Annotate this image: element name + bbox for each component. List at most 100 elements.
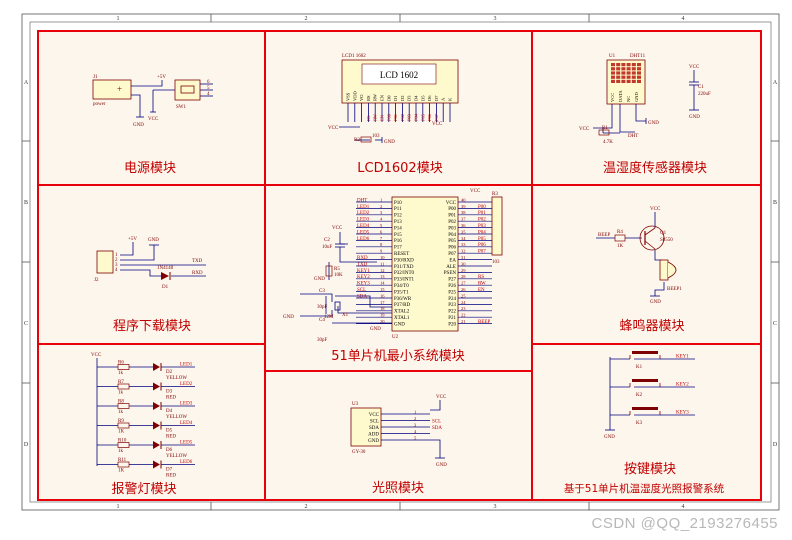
mcu-left-pin-net: LED3 — [357, 218, 370, 223]
led-diode-icon — [153, 382, 160, 391]
mcu-left-pin-net: LED6 — [357, 237, 370, 242]
mcu-right-pin-name: P22 — [448, 310, 456, 315]
mcu-right-pin-net: P01 — [478, 211, 486, 216]
lcd-pin-name: RW — [373, 93, 378, 101]
mcu-left-pin-num: 9 — [380, 249, 383, 254]
lcd-screen — [361, 63, 437, 85]
mcu-left-pin-name: P13 — [394, 220, 402, 225]
light-pin-num: 1 — [414, 409, 416, 414]
key-button-icon — [632, 351, 658, 354]
mcu-left-pin-name: XTAL1 — [394, 316, 410, 321]
light-pin-num: 3 — [414, 422, 417, 427]
dht-pin-nc: NC — [626, 96, 631, 102]
dht-grid-cell — [631, 63, 636, 67]
mcu-right-pin-name: P02 — [448, 220, 456, 225]
mcu-right-pin-num: 39 — [461, 204, 466, 209]
col-label-2: 2 — [305, 16, 308, 22]
mcu-left-pin-num: 5 — [380, 223, 383, 228]
mcu-right-pin-num: 35 — [461, 229, 466, 234]
sw-pin-6: 6 — [207, 80, 210, 85]
mcu-left-pin-net: LED4 — [357, 224, 370, 229]
diode-d1-name: 1N4148 — [157, 266, 174, 271]
dht-r1-ref: R1 — [602, 126, 608, 131]
dht-gnd-right: GND — [648, 121, 659, 126]
mcu-left-pin-net: SCL — [357, 288, 366, 293]
dht-r1 — [598, 129, 610, 136]
mcu-c4-val: 30pF — [317, 338, 328, 343]
light-gnd: GND — [436, 463, 447, 468]
mcu-right-pin-num: 36 — [461, 223, 466, 228]
key-ref: K1 — [636, 365, 643, 370]
dht-grid-cell — [621, 79, 626, 83]
mcu-c2-val: 10uF — [322, 245, 333, 250]
mcu-right-pin-name: VCC — [446, 201, 457, 206]
lcd-ctrl-label: EN — [380, 114, 385, 121]
lcd-pin-name: D4 — [414, 95, 419, 101]
mcu-left-pin-name: P37/RD — [394, 303, 411, 308]
header-j2 — [96, 250, 114, 274]
mcu-right-pin-name: P04 — [448, 233, 456, 238]
j1-ref: J1 — [93, 75, 98, 80]
row-label-d-right: D — [773, 442, 778, 448]
mcu-left-pin-name: XTAL2 — [394, 310, 410, 315]
light-pin-name: SDA — [369, 426, 379, 431]
col-label-3: 3 — [494, 16, 497, 22]
mcu-c2: C2 — [324, 238, 330, 243]
power-gnd-label: GND — [133, 123, 144, 128]
mcu-left-pin-name: P32/INT0 — [394, 271, 415, 276]
dht-grid-cell — [616, 75, 621, 79]
mcu-left-pin-num: 4 — [380, 217, 383, 222]
lcd-pin-name: D0 — [386, 95, 391, 101]
download-txd: TXD — [192, 259, 203, 264]
mcu-right-pin-name: P25 — [448, 290, 456, 295]
mcu-right-pin-name: ALE — [446, 265, 456, 270]
dht-grid-cell — [626, 75, 631, 79]
mcu-right-pin-name: P24 — [448, 297, 456, 302]
j2-pin-1: 1 — [115, 253, 118, 258]
mcu-right-pin-net: P02 — [478, 218, 486, 223]
led-net: LED2 — [180, 382, 193, 387]
lcd-ref: LCD1 1602 — [342, 54, 366, 59]
switch-knob-icon — [180, 85, 195, 94]
mcu-right-pin-name: P23 — [448, 303, 456, 308]
mcu-right-pin-num: 25 — [461, 293, 466, 298]
led-diode-icon — [153, 402, 160, 410]
led-resistor-ref: R9 — [118, 419, 124, 424]
dht-grid-cell — [616, 79, 621, 83]
mcu-left-pin-net: RXD — [357, 256, 368, 261]
mcu-left-pin-name: P34/T0 — [394, 284, 409, 289]
panel-buzzer — [531, 184, 762, 345]
power-vcc-label: VCC — [148, 117, 159, 122]
panel-dht — [531, 30, 762, 186]
lcd-pin-name: A — [441, 97, 446, 101]
mcu-left-pin-num: 20 — [380, 319, 385, 324]
led-color: YELLOW — [166, 415, 187, 420]
mcu-right-pin-num: 37 — [461, 217, 466, 222]
dht-grid-cell — [637, 63, 641, 67]
key-ref: K3 — [636, 421, 643, 426]
mcu-right-pin-num: 21 — [461, 319, 466, 324]
dht-pin-vcc: VCC — [610, 93, 615, 102]
mcu-right-pin-num: 26 — [461, 287, 466, 292]
lcd-gnd-label: GND — [384, 140, 395, 145]
dht-grid-cell — [626, 63, 631, 67]
lcd-pin-name: RS — [366, 95, 371, 101]
mcu-left-pin-net: KEY3 — [357, 282, 370, 287]
lcd-vcc-right: VCC — [432, 122, 443, 127]
mcu-right-pin-num: 40 — [461, 197, 466, 202]
light-pin-name: VCC — [369, 413, 380, 418]
led-diode-icon — [153, 421, 160, 430]
lcd-pin-name: D5 — [420, 95, 425, 101]
led-resistor-val: 1k — [118, 410, 124, 415]
dht-grid-cell — [626, 71, 631, 75]
diode-d1-ref: D1 — [162, 285, 169, 290]
key-button-icon — [632, 379, 658, 382]
lcd-r2-ref: R2 — [354, 138, 360, 143]
mcu-left-pin-name: P31/TXD — [394, 265, 414, 270]
buzzer-speaker-icon — [667, 261, 677, 279]
mcu-right-pin-name: P27 — [448, 278, 456, 283]
